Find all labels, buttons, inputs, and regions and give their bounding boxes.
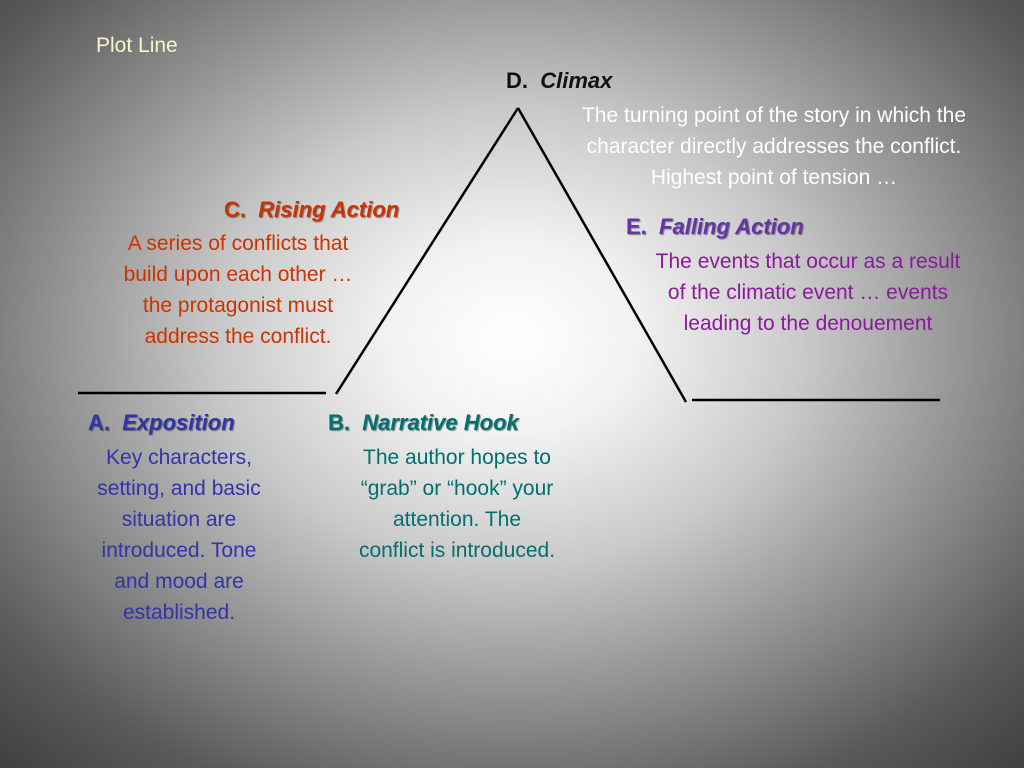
slide-title: Plot Line	[96, 34, 178, 57]
narrative-hook-line: conflict is introduced.	[358, 539, 556, 562]
climax-line: Highest point of tension …	[650, 166, 898, 189]
rising-action-line: A series of conflicts that	[127, 232, 349, 255]
exposition-line: and mood are	[114, 570, 244, 593]
climax-letter: D.	[506, 68, 528, 93]
falling-action-name: Falling Action	[659, 214, 804, 239]
rising-action-line: build upon each other …	[123, 263, 353, 286]
rising-action-line: the protagonist must	[142, 294, 334, 317]
climax-name: Climax	[540, 68, 613, 93]
narrative-hook-line: “grab” or “hook” your	[360, 477, 554, 500]
falling-action-line: The events that occur as a result	[655, 250, 961, 273]
exposition-line: Key characters,	[106, 446, 252, 469]
exposition-line: setting, and basic	[97, 477, 261, 500]
narrative-hook-line: The author hopes to	[363, 446, 551, 469]
climax-line: The turning point of the story in which …	[581, 104, 967, 127]
climax-line: character directly addresses the conflic…	[586, 135, 962, 158]
narrative-hook-heading: B. Narrative Hook	[328, 410, 519, 436]
exposition-name: Exposition	[122, 410, 235, 435]
falling-action-line: of the climatic event … events	[667, 281, 949, 304]
narrative-hook-line: attention. The	[392, 508, 522, 531]
exposition-line: established.	[122, 601, 236, 624]
falling-action-line: leading to the denouement	[683, 312, 933, 335]
rising-action-letter: C.	[224, 197, 246, 222]
exposition-letter: A.	[88, 410, 110, 435]
exposition-line: introduced. Tone	[101, 539, 257, 562]
falling-action-description: The events that occur as a result of the…	[608, 246, 1008, 339]
narrative-hook-letter: B.	[328, 410, 350, 435]
rising-action-description: A series of conflicts that build upon ea…	[88, 228, 388, 352]
rising-action-name: Rising Action	[258, 197, 400, 222]
falling-action-letter: E.	[626, 214, 647, 239]
exposition-line: situation are	[121, 508, 237, 531]
rising-action-line	[334, 107, 520, 395]
exposition-description: Key characters, setting, and basic situa…	[62, 442, 296, 628]
narrative-hook-description: The author hopes to “grab” or “hook” you…	[326, 442, 588, 566]
rising-action-heading: C. Rising Action	[224, 197, 399, 223]
exposition-heading: A. Exposition	[88, 410, 235, 436]
climax-description: The turning point of the story in which …	[532, 100, 1016, 193]
falling-action-heading: E. Falling Action	[626, 214, 804, 240]
falling-action-line	[516, 107, 688, 403]
narrative-hook-name: Narrative Hook	[362, 410, 519, 435]
rising-action-line: address the conflict.	[144, 325, 332, 348]
climax-heading: D. Climax	[506, 68, 612, 94]
